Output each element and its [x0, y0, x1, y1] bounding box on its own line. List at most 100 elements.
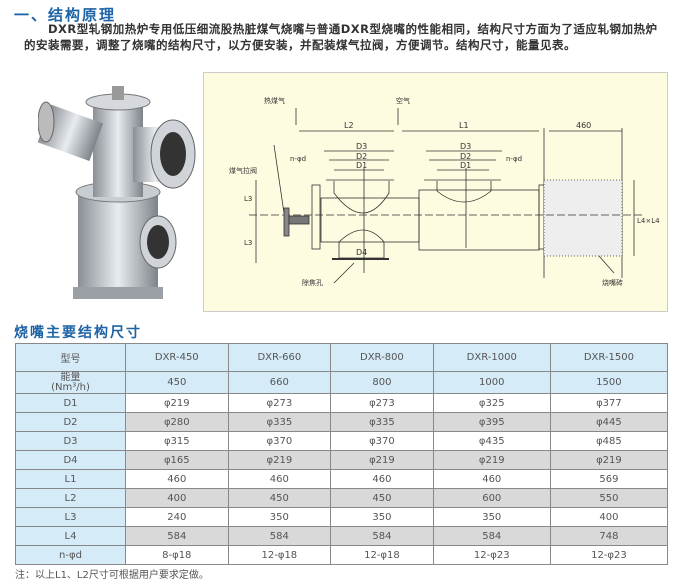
table-cell: 748 [549, 526, 669, 546]
header-cell: DXR-660 [227, 343, 332, 372]
energy-unit: (Nm³/h) [51, 381, 90, 393]
table-cell: 12-φ23 [549, 545, 669, 565]
label-L4xL4: L4×L4 [637, 217, 660, 225]
row-label-cell: D2 [15, 412, 126, 432]
table-cell: 450 [330, 488, 434, 508]
table-cell: 450 [125, 371, 229, 394]
header-cell: DXR-1000 [432, 343, 551, 372]
label-gas-valve: 煤气拉阀 [229, 166, 257, 175]
table-cell: 460 [125, 469, 229, 489]
label-air: 空气 [396, 96, 410, 105]
table-cell: φ445 [549, 412, 669, 432]
label-D1b: D1 [460, 161, 471, 170]
table-cell: 460 [432, 469, 551, 489]
table-cell: φ335 [227, 412, 332, 432]
table-cell: φ219 [125, 393, 229, 413]
row-label-cell: L3 [15, 507, 126, 527]
row-label-cell: D4 [15, 450, 126, 470]
table-cell: 460 [227, 469, 332, 489]
table-cell: 350 [330, 507, 434, 527]
header-cell: 型号 [15, 343, 126, 372]
row-label-cell: D3 [15, 431, 126, 451]
table-cell: 569 [549, 469, 669, 489]
row-label-cell: D1 [15, 393, 126, 413]
burner-photo [38, 86, 196, 299]
header-cell: DXR-450 [125, 343, 229, 372]
label-D2b: D2 [460, 152, 471, 161]
row-label-cell: L1 [15, 469, 126, 489]
table-header-row: 型号 DXR-450 DXR-660 DXR-800 DXR-1000 DXR-… [15, 343, 669, 372]
table-row-energy: 能量(Nm³/h) 450 660 800 1000 1500 [15, 371, 669, 394]
table-cell: φ370 [330, 431, 434, 451]
table-cell: φ325 [432, 393, 551, 413]
table-cell: 350 [227, 507, 332, 527]
section-title-structure: 一、结构原理 [14, 6, 117, 24]
label-D2a: D2 [356, 152, 367, 161]
label-L2: L2 [344, 121, 354, 130]
table-cell: φ435 [432, 431, 551, 451]
table-cell: 400 [125, 488, 229, 508]
label-460: 460 [576, 121, 591, 130]
table-cell: 450 [227, 488, 332, 508]
table-cell: 584 [432, 526, 551, 546]
section-title-dimensions: 烧嘴主要结构尺寸 [14, 325, 142, 341]
label-L3b: L3 [244, 239, 252, 247]
table-cell: φ370 [227, 431, 332, 451]
table-cell: 584 [125, 526, 229, 546]
table-cell: 12-φ18 [227, 545, 332, 565]
label-D4: D4 [356, 248, 367, 257]
table-cell: 584 [330, 526, 434, 546]
table-cell: φ335 [330, 412, 434, 432]
label-D3a: D3 [356, 142, 367, 151]
row-label-cell: n-φd [15, 545, 126, 565]
row-label-cell: L2 [15, 488, 126, 508]
table-cell: 600 [432, 488, 551, 508]
burner-diagram: 热煤气 空气 L2 L1 460 D3 D2 D1 D3 D2 D1 D4 n-… [203, 72, 668, 312]
label-D1a: D1 [356, 161, 367, 170]
table-cell: φ280 [125, 412, 229, 432]
table-cell: 240 [125, 507, 229, 527]
label-hot-gas: 热煤气 [264, 96, 285, 105]
label-L3a: L3 [244, 195, 252, 203]
table-cell: φ165 [125, 450, 229, 470]
table-cell: φ219 [432, 450, 551, 470]
table-cell: φ377 [549, 393, 669, 413]
table-cell: 660 [227, 371, 332, 394]
table-cell: 1000 [432, 371, 551, 394]
table-cell: 550 [549, 488, 669, 508]
table-cell: 8-φ18 [125, 545, 229, 565]
table-cell: φ395 [432, 412, 551, 432]
table-cell: 460 [330, 469, 434, 489]
intro-paragraph: DXR型轧钢加热炉专用低压细流股热脏煤气烧嘴与普通DXR型烧嘴的性能相同，结构尺… [24, 22, 658, 52]
energy-label: 能量 [60, 371, 81, 383]
dimensions-table: 型号 DXR-450 DXR-660 DXR-800 DXR-1000 DXR-… [15, 343, 669, 565]
table-cell: φ485 [549, 431, 669, 451]
table-cell: 12-φ23 [432, 545, 551, 565]
table-cell: 400 [549, 507, 669, 527]
table-cell: 12-φ18 [330, 545, 434, 565]
label-nd-left: n-φd [290, 155, 306, 163]
header-cell: DXR-800 [330, 343, 434, 372]
table-cell: φ219 [227, 450, 332, 470]
label-D3b: D3 [460, 142, 471, 151]
energy-label-cell: 能量(Nm³/h) [15, 371, 126, 394]
label-coke-hole: 除焦孔 [302, 278, 323, 287]
table-cell: 350 [432, 507, 551, 527]
table-cell: 800 [330, 371, 434, 394]
label-L1: L1 [459, 121, 469, 130]
table-cell: φ219 [549, 450, 669, 470]
table-cell: φ219 [330, 450, 434, 470]
table-cell: φ273 [330, 393, 434, 413]
table-note: 注：以上L1、L2尺寸可根据用户要求定做。 [15, 570, 209, 581]
table-cell: φ273 [227, 393, 332, 413]
table-cell: 584 [227, 526, 332, 546]
